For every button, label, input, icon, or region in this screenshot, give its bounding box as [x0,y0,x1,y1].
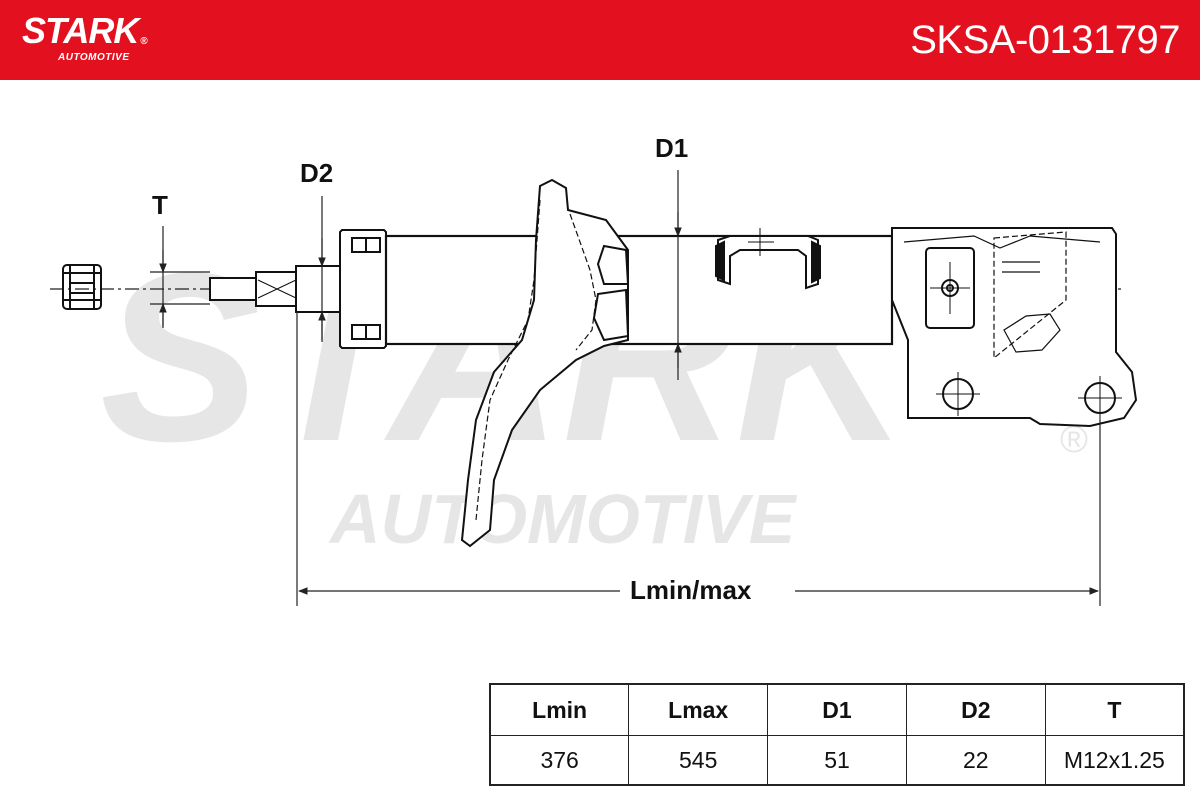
brand-registered-mark: ® [140,36,148,47]
nut-part [62,264,102,310]
spec-value-t: M12x1.25 [1044,735,1185,786]
spec-value-row: 376 545 51 22 M12x1.25 [489,735,1185,786]
spec-table: Lmin Lmax D1 D2 T 376 545 51 22 M12x1.25 [489,683,1185,786]
spec-header-lmax: Lmax [628,683,769,736]
spring-seat [460,178,630,548]
spec-header-d1: D1 [767,683,907,736]
technical-drawing: STARK AUTOMOTIVE ® [50,170,1138,606]
brand-logo: STARK® AUTOMOTIVE [22,10,148,64]
brand-name: STARK [22,10,139,51]
knuckle-bracket [891,227,1138,428]
spec-value-lmin: 376 [489,735,630,786]
brand-subtitle: AUTOMOTIVE [58,52,130,63]
t-dimension [150,226,210,328]
spec-header-lmin: Lmin [489,683,630,736]
top-mount [339,229,387,349]
spec-header-row: Lmin Lmax D1 D2 T [489,683,1185,736]
article-number: SKSA-0131797 [910,18,1180,62]
d1-label: D1 [655,133,689,163]
brake-hose-clip [715,228,821,290]
spec-header-t: T [1044,683,1185,736]
spec-value-lmax: 545 [628,735,769,786]
piston-rod [209,265,351,313]
watermark-sub: AUTOMOTIVE [328,480,798,558]
d2-label: D2 [300,158,334,188]
spec-header-d2: D2 [905,683,1046,736]
header-bar: STARK® AUTOMOTIVE SKSA-0131797 [0,0,1200,80]
length-dimension [296,312,1101,606]
t-label: T [152,190,168,220]
spec-value-d1: 51 [767,735,907,786]
length-label: Lmin/max [630,575,752,605]
spec-value-d2: 22 [905,735,1046,786]
